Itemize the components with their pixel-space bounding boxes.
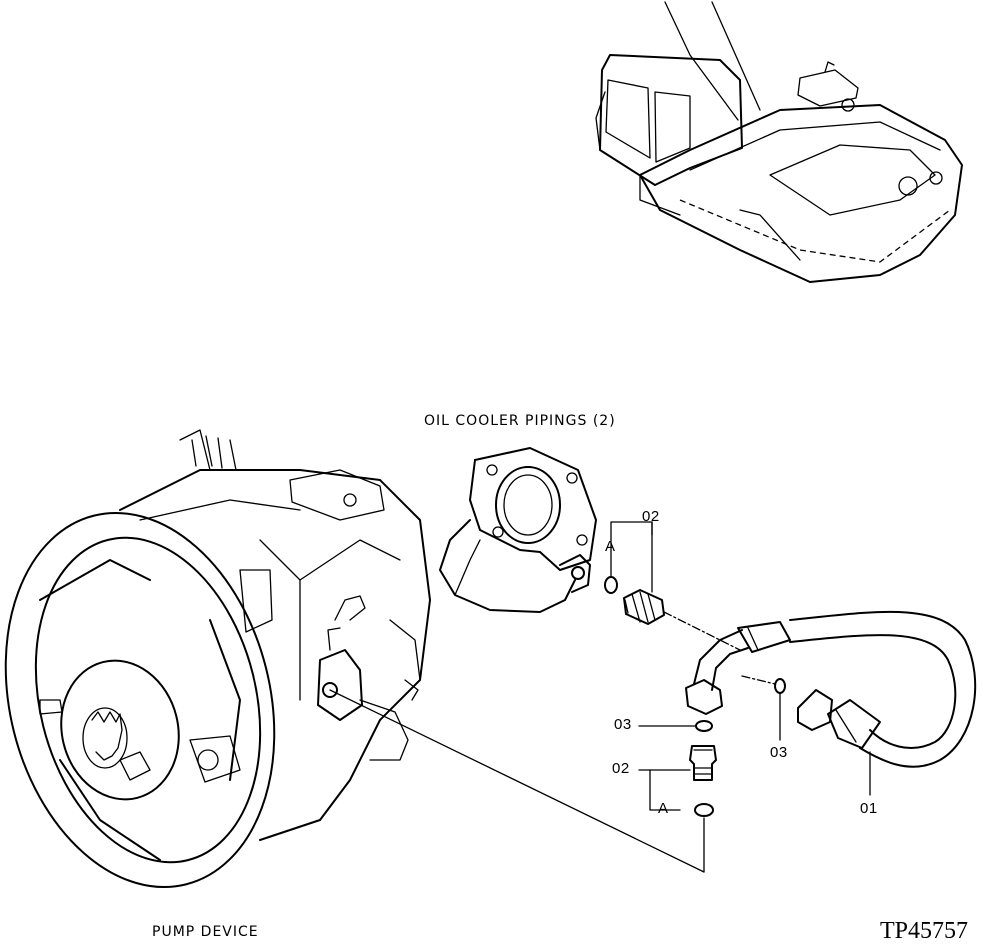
callout-02-top: 02 [642,508,660,525]
callout-03-left: 03 [614,716,632,733]
top-fitting-assembly [604,521,741,651]
callout-a-bottom: A [658,800,669,817]
section-title: OIL COOLER PIPINGS (2) [424,413,616,429]
lower-fitting-set [329,689,717,873]
callout-a-top: A [605,538,616,555]
flange-elbow-illustration [439,447,597,613]
callout-01: 01 [860,800,878,817]
pump-device-label: PUMP DEVICE [152,924,259,940]
excavator-illustration [595,1,963,283]
hose-assembly [685,610,977,796]
drawing-number: TP45757 [880,918,969,944]
callout-03-right: 03 [770,744,788,761]
callout-02-bottom: 02 [612,760,630,777]
pump-device-illustration [4,429,431,889]
